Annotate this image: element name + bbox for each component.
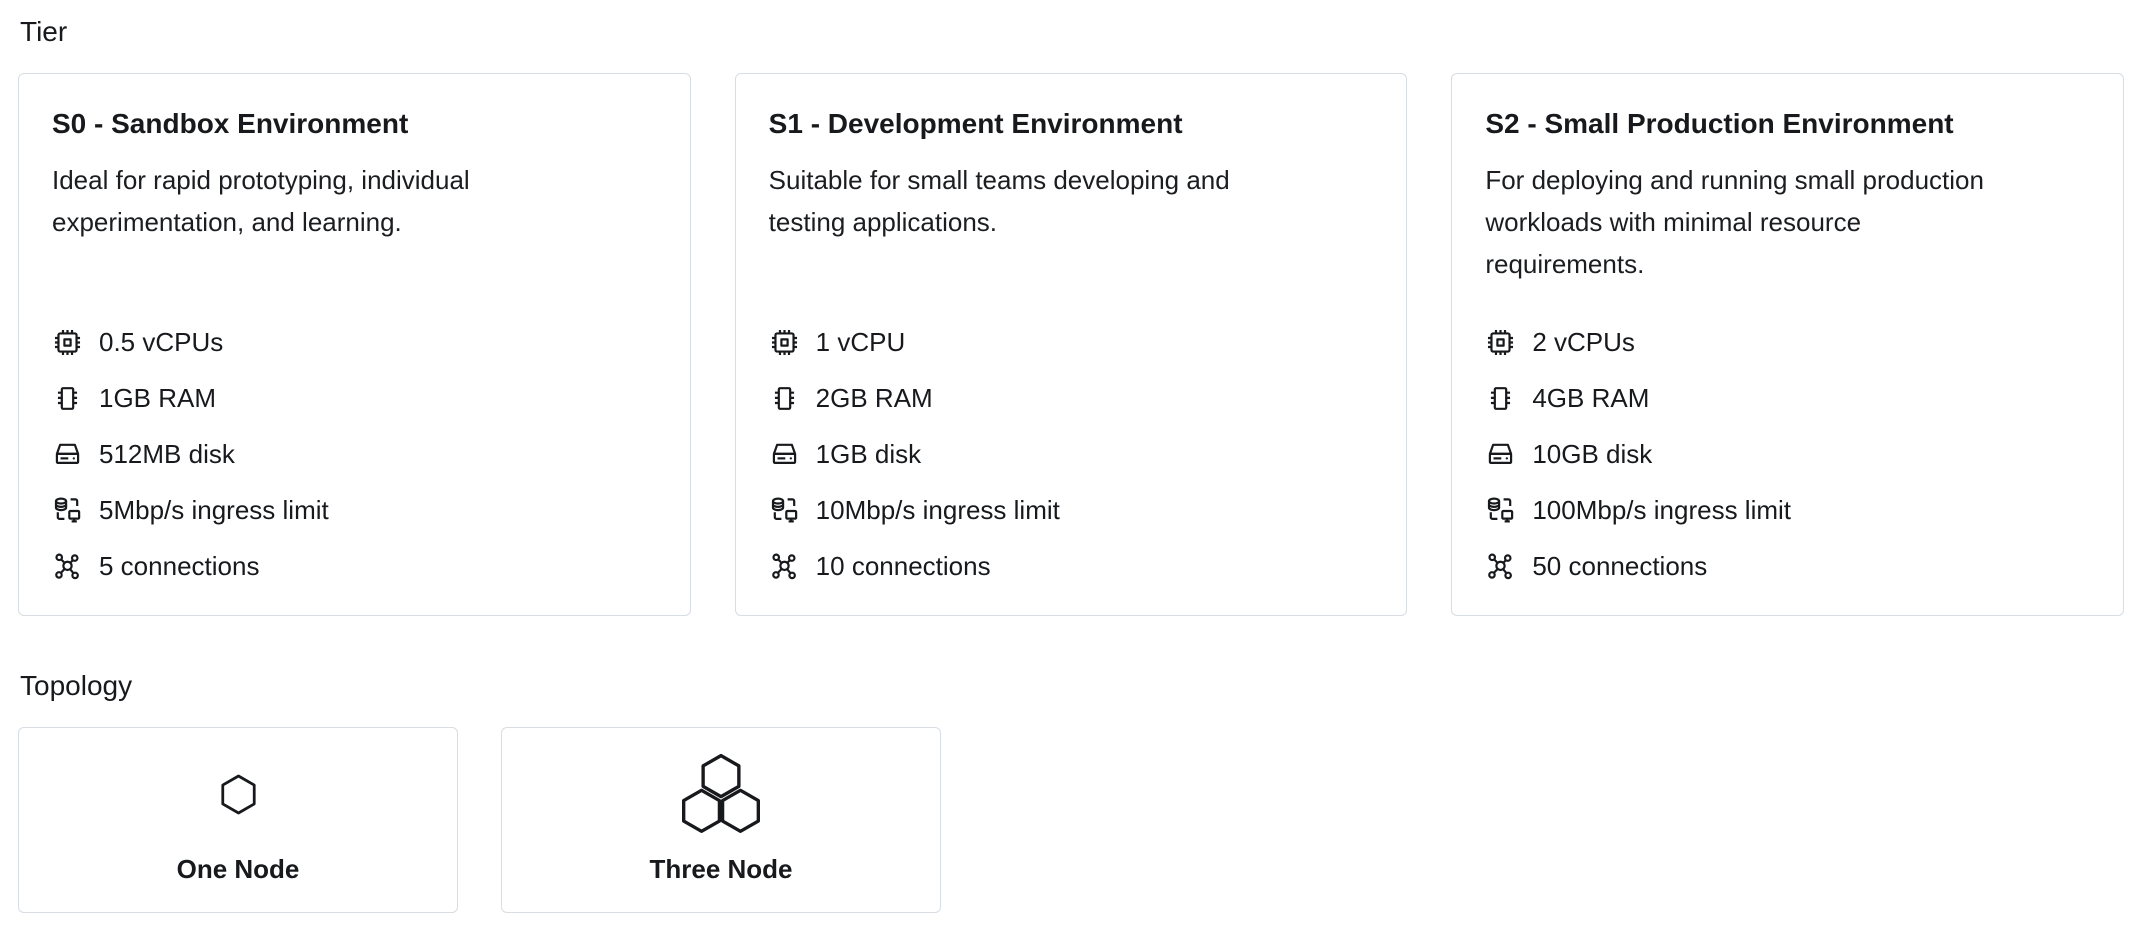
spec-vcpu: 2 vCPUs bbox=[1485, 321, 2090, 363]
topology-option-three-node[interactable]: Three Node bbox=[501, 727, 941, 913]
spec-ingress: 10Mbp/s ingress limit bbox=[769, 489, 1374, 531]
tier-title: S2 - Small Production Environment bbox=[1485, 108, 1954, 139]
topology-label: Topology bbox=[20, 670, 133, 701]
disk-icon bbox=[52, 439, 83, 470]
topology-section: Topology One Node Three Node bbox=[18, 668, 2124, 913]
tier-description: Ideal for rapid prototyping, individual … bbox=[52, 165, 470, 237]
spec-text: 10Mbp/s ingress limit bbox=[815, 494, 1060, 525]
one-node-icon bbox=[220, 774, 257, 815]
spec-text: 10GB disk bbox=[1532, 438, 1653, 469]
spec-ingress: 5Mbp/s ingress limit bbox=[52, 489, 657, 531]
topology-options-row: One Node Three Node bbox=[18, 727, 2124, 913]
spec-connections: 50 connections bbox=[1485, 545, 2090, 587]
spec-text: 1 vCPU bbox=[815, 326, 906, 357]
spec-disk: 1GB disk bbox=[769, 433, 1374, 475]
ram-icon bbox=[1485, 383, 1516, 414]
topology-option-label: Three Node bbox=[649, 854, 793, 884]
spec-text: 1GB RAM bbox=[99, 382, 217, 413]
spec-text: 100Mbp/s ingress limit bbox=[1532, 494, 1791, 525]
spec-text: 2 vCPUs bbox=[1532, 326, 1635, 357]
tier-section: Tier S0 - Sandbox Environment Ideal for … bbox=[18, 14, 2125, 616]
ingress-icon bbox=[52, 495, 83, 526]
spec-text: 50 connections bbox=[1532, 550, 1708, 581]
tier-option-s2[interactable]: S2 - Small Production Environment For de… bbox=[1451, 73, 2125, 616]
cpu-icon bbox=[1485, 327, 1516, 358]
tier-description: For deploying and running small producti… bbox=[1485, 165, 1984, 279]
topology-icon-box bbox=[220, 750, 257, 838]
ingress-icon bbox=[769, 495, 800, 526]
tier-option-s1[interactable]: S1 - Development Environment Suitable fo… bbox=[734, 73, 1408, 616]
topology-option-label: One Node bbox=[176, 854, 300, 884]
spec-vcpu: 1 vCPU bbox=[769, 321, 1374, 363]
connections-icon bbox=[769, 551, 800, 582]
spec-text: 512MB disk bbox=[99, 438, 235, 469]
ram-icon bbox=[769, 383, 800, 414]
cpu-icon bbox=[52, 327, 83, 358]
cpu-icon bbox=[769, 327, 800, 358]
disk-icon bbox=[769, 439, 800, 470]
tier-option-s0[interactable]: S0 - Sandbox Environment Ideal for rapid… bbox=[18, 73, 691, 616]
tier-options-row: S0 - Sandbox Environment Ideal for rapid… bbox=[18, 73, 2125, 616]
topology-option-one-node[interactable]: One Node bbox=[18, 727, 458, 913]
spec-text: 1GB disk bbox=[815, 438, 922, 469]
spec-text: 10 connections bbox=[815, 550, 991, 581]
spec-list: 2 vCPUs 4GB RAM 10GB disk 100Mbp/s ingre… bbox=[1485, 321, 2090, 587]
spec-vcpu: 0.5 vCPUs bbox=[52, 321, 657, 363]
spec-text: 5Mbp/s ingress limit bbox=[99, 494, 329, 525]
spec-text: 4GB RAM bbox=[1532, 382, 1650, 413]
spec-connections: 5 connections bbox=[52, 545, 657, 587]
ram-icon bbox=[52, 383, 83, 414]
spec-ram: 4GB RAM bbox=[1485, 377, 2090, 419]
tier-title: S0 - Sandbox Environment bbox=[52, 108, 409, 139]
spec-disk: 512MB disk bbox=[52, 433, 657, 475]
spec-text: 5 connections bbox=[99, 550, 260, 581]
connections-icon bbox=[1485, 551, 1516, 582]
spec-ram: 2GB RAM bbox=[769, 377, 1374, 419]
spec-text: 0.5 vCPUs bbox=[99, 326, 224, 357]
topology-icon-box bbox=[681, 750, 761, 838]
connections-icon bbox=[52, 551, 83, 582]
three-node-icon bbox=[681, 753, 761, 835]
tier-title: S1 - Development Environment bbox=[768, 108, 1183, 139]
ingress-icon bbox=[1485, 495, 1516, 526]
spec-ingress: 100Mbp/s ingress limit bbox=[1485, 489, 2090, 531]
spec-connections: 10 connections bbox=[769, 545, 1374, 587]
disk-icon bbox=[1485, 439, 1516, 470]
spec-ram: 1GB RAM bbox=[52, 377, 657, 419]
tier-label: Tier bbox=[20, 16, 68, 47]
spec-text: 2GB RAM bbox=[815, 382, 933, 413]
spec-list: 0.5 vCPUs 1GB RAM 512MB disk 5Mbp/s ingr… bbox=[52, 321, 657, 587]
spec-disk: 10GB disk bbox=[1485, 433, 2090, 475]
spec-list: 1 vCPU 2GB RAM 1GB disk 10Mbp/s ingress … bbox=[769, 321, 1374, 587]
tier-description: Suitable for small teams developing and … bbox=[768, 165, 1230, 237]
